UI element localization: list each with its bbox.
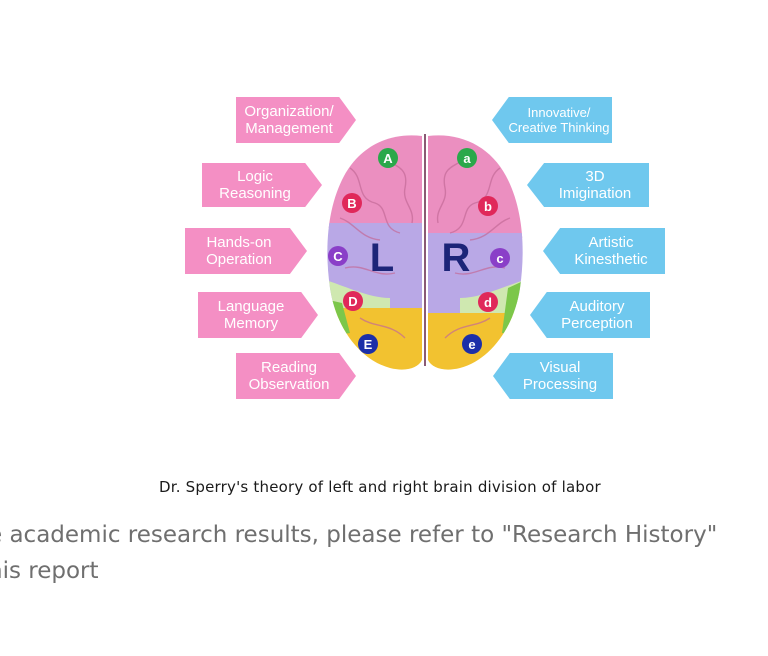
marker-right-d: d: [484, 295, 492, 310]
arrow-label-line: Organization/: [244, 103, 334, 120]
arrow-innovative-creative-thinking: Innovative/ Creative Thinking: [492, 97, 612, 143]
arrow-label-line: Reasoning: [219, 185, 291, 202]
marker-left-b: B: [347, 196, 356, 211]
arrow-organization-management: Organization/ Management: [236, 97, 356, 143]
arrow-label-line: Logic: [237, 168, 273, 185]
arrow-artistic-kinesthetic: Artistic Kinesthetic: [543, 228, 665, 274]
marker-right-a: a: [463, 151, 471, 166]
marker-right-e: e: [468, 337, 475, 352]
arrow-label-line: Kinesthetic: [574, 251, 648, 268]
arrow-label-line: Management: [245, 120, 333, 137]
brain-diagram: Organization/ Management Logic Reasoning…: [185, 97, 665, 399]
arrow-hands-on-operation: Hands-on Operation: [185, 228, 307, 274]
marker-left-d: D: [348, 294, 357, 309]
arrow-label-line: Reading: [261, 359, 317, 376]
brain-illustration: A B C D E a b c d e: [327, 134, 523, 370]
marker-left-e: E: [364, 337, 373, 352]
arrow-label-line: 3D: [585, 168, 605, 185]
marker-right-b: b: [484, 199, 492, 214]
arrow-label-line: Imigination: [558, 185, 632, 202]
body-paragraph: e academic research results, please refe…: [0, 517, 717, 589]
left-markers: A B C D E: [328, 148, 398, 354]
right-hemisphere-label: R: [442, 236, 471, 280]
body-line-1: e academic research results, please refe…: [0, 522, 718, 548]
arrow-label-line: Perception: [561, 315, 633, 332]
arrow-auditory-perception: Auditory Perception: [530, 292, 650, 338]
arrow-label-line: Innovative/: [527, 105, 591, 120]
arrow-3d-imigination: 3D Imigination: [527, 163, 649, 207]
body-line-2: his report: [0, 558, 99, 584]
arrow-label-line: Operation: [206, 251, 272, 268]
right-markers: a b c d e: [457, 148, 510, 354]
arrow-logic-reasoning: Logic Reasoning: [202, 163, 322, 207]
marker-right-c: c: [496, 251, 503, 266]
marker-left-a: A: [383, 151, 393, 166]
arrow-label-line: Creative Thinking: [508, 120, 610, 135]
arrow-label-line: Visual: [539, 359, 581, 376]
arrow-label-line: Language: [217, 298, 285, 315]
arrow-label-line: Processing: [522, 376, 598, 393]
marker-left-c: C: [333, 249, 343, 264]
arrow-language-memory: Language Memory: [198, 292, 318, 338]
arrow-visual-processing: Visual Processing: [493, 353, 613, 399]
arrow-label-line: Artistic: [588, 234, 634, 251]
arrow-label-line: Observation: [248, 376, 330, 393]
arrow-label-line: Memory: [223, 315, 279, 332]
diagram-caption: Dr. Sperry's theory of left and right br…: [159, 478, 601, 496]
arrow-reading-observation: Reading Observation: [236, 353, 356, 399]
arrow-label-line: Auditory: [569, 298, 625, 315]
arrow-label-line: Hands-on: [206, 234, 272, 251]
left-hemisphere-label: L: [370, 236, 394, 280]
